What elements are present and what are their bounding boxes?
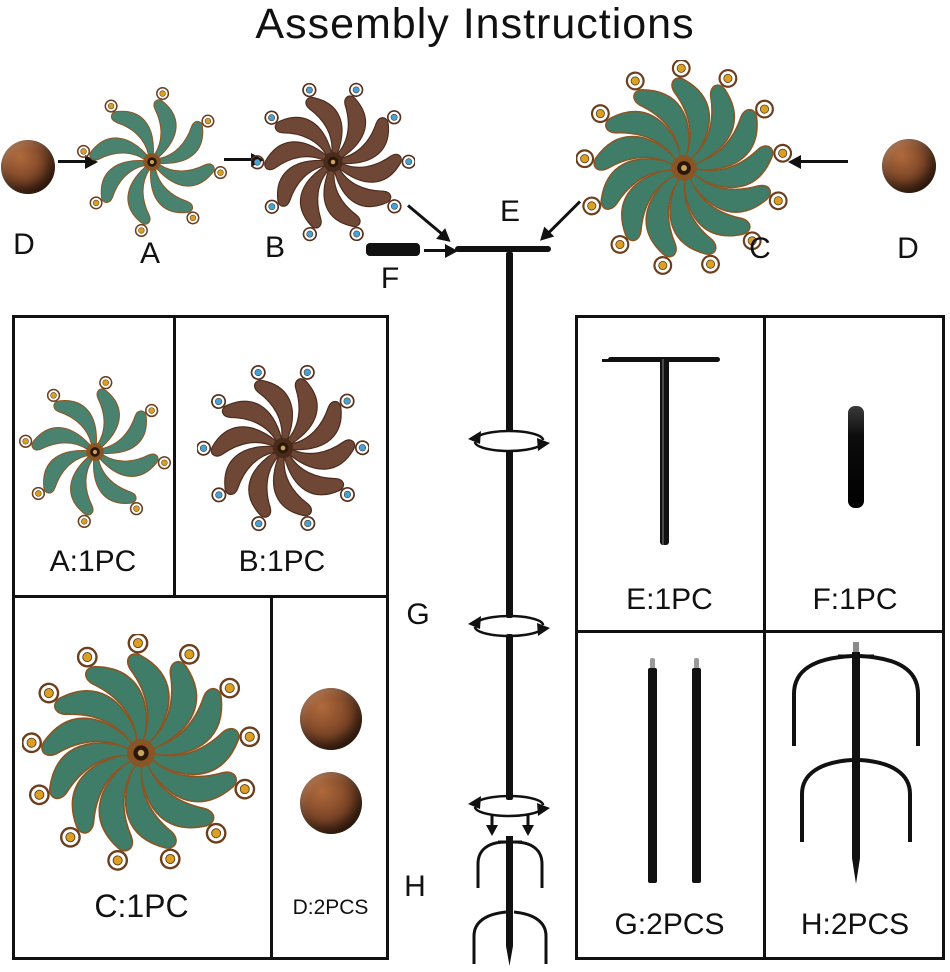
arrow-a-to-b — [224, 158, 252, 161]
part-c-spinner — [22, 634, 260, 871]
part-g-tip — [694, 658, 699, 669]
page-title: Assembly Instructions — [255, 0, 695, 48]
rotate-joint-icon — [468, 429, 550, 453]
part-h-graphic — [792, 642, 920, 884]
divider — [173, 315, 176, 598]
part-d-label: D:2PCS — [292, 896, 369, 919]
pole-top-bar — [455, 246, 551, 252]
label-g: G — [406, 598, 430, 631]
part-f-tube — [366, 243, 420, 256]
part-f-label: F:1PC — [812, 583, 898, 616]
arrow-f-to-pole — [424, 249, 446, 252]
label-f: F — [380, 262, 400, 295]
finial-ball-left — [1, 140, 55, 194]
arrow-ball-to-a — [58, 160, 86, 163]
divider — [763, 315, 766, 960]
label-d-left: D — [13, 228, 35, 261]
part-g-label: G:2PCS — [614, 908, 725, 941]
divider — [575, 630, 945, 633]
spinner-c — [576, 60, 792, 275]
part-f-graphic — [848, 406, 864, 508]
part-g-tip — [650, 658, 655, 669]
part-e-label: E:1PC — [626, 583, 713, 616]
part-a-label: A:1PC — [49, 545, 137, 578]
label-b: B — [264, 231, 285, 264]
label-c: C — [749, 232, 771, 265]
pole-segment-1 — [506, 252, 513, 432]
finial-ball-right — [882, 139, 936, 193]
ground-stake-assembly — [472, 814, 548, 966]
pole-segment-3 — [506, 634, 513, 800]
spinner-a — [77, 87, 227, 237]
parts-box-left — [12, 315, 389, 960]
divider — [270, 598, 273, 960]
divider — [12, 595, 389, 598]
rotate-joint-icon — [468, 794, 550, 818]
part-b-spinner — [197, 364, 369, 532]
part-b-label: B:1PC — [238, 545, 326, 578]
part-g-pole-2 — [692, 668, 701, 883]
part-d-ball-2 — [300, 772, 362, 834]
part-a-spinner — [19, 376, 171, 528]
part-e-graphic — [602, 357, 720, 545]
label-a: A — [139, 237, 160, 270]
arrow-ball-to-c — [800, 160, 848, 163]
part-d-ball-1 — [300, 688, 362, 750]
label-d-right: D — [897, 232, 919, 265]
part-c-label: C:1PC — [94, 888, 189, 924]
spinner-b — [251, 82, 415, 242]
rotate-joint-icon — [468, 614, 550, 638]
pole-segment-2 — [506, 450, 513, 618]
label-h: H — [404, 870, 426, 903]
part-g-pole-1 — [648, 668, 657, 883]
parts-box-right — [575, 315, 945, 960]
label-e: E — [499, 195, 520, 228]
part-h-label: H:2PCS — [800, 908, 910, 941]
